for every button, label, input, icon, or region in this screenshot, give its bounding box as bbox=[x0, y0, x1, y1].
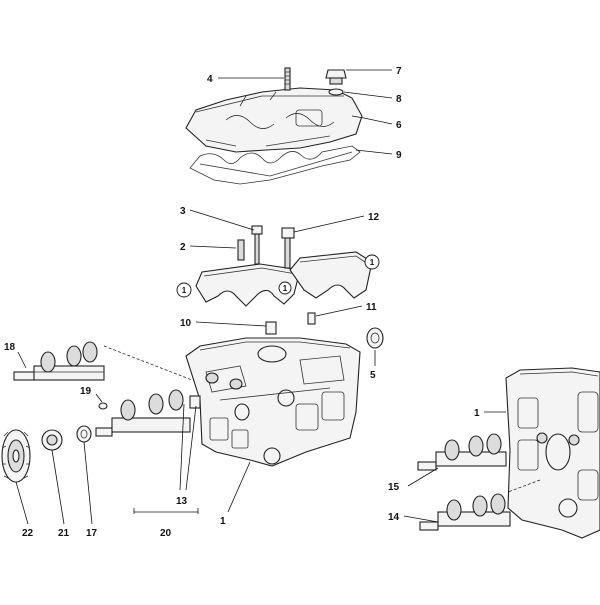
leader-lines bbox=[15, 69, 541, 525]
callout-14: 14 bbox=[388, 512, 400, 523]
bushing bbox=[265, 321, 277, 335]
callout-13: 13 bbox=[176, 496, 188, 507]
hub-washer bbox=[76, 425, 92, 443]
callout-22: 22 bbox=[22, 528, 34, 539]
cap-washer bbox=[328, 88, 344, 96]
key-pin bbox=[98, 402, 108, 410]
dowel-pin bbox=[237, 239, 245, 261]
ref-mark-b: 1 bbox=[364, 254, 380, 270]
callout-20: 20 bbox=[160, 528, 172, 539]
seal-ring bbox=[366, 327, 384, 349]
callout-4: 4 bbox=[207, 74, 213, 85]
small-dowel bbox=[307, 312, 316, 325]
cylinder-head-left bbox=[185, 337, 361, 467]
callout-9: 9 bbox=[396, 150, 402, 161]
callout-5: 5 bbox=[370, 370, 376, 381]
callout-7: 7 bbox=[396, 66, 402, 77]
callout-17: 17 bbox=[86, 528, 98, 539]
callout-6: 6 bbox=[396, 120, 402, 131]
callout-1-left: 1 bbox=[220, 516, 226, 527]
callout-11: 11 bbox=[366, 302, 377, 313]
callout-2: 2 bbox=[180, 242, 186, 253]
callout-12: 12 bbox=[368, 212, 380, 223]
callout-3: 3 bbox=[180, 206, 186, 217]
timing-gear bbox=[1, 429, 31, 483]
cover-bolt bbox=[284, 67, 291, 91]
cap-stud bbox=[281, 227, 295, 269]
gear-hub bbox=[41, 429, 63, 451]
ref-mark-a: 1 bbox=[176, 282, 192, 298]
camshaft-cap-right bbox=[289, 251, 373, 299]
cylinder-head-right bbox=[505, 367, 600, 539]
camshaft-upper bbox=[13, 341, 105, 381]
camshaft-right-lower bbox=[419, 493, 511, 531]
callout-15: 15 bbox=[388, 482, 400, 493]
ref-mark-a-label: 1 bbox=[182, 286, 187, 295]
callout-19: 19 bbox=[80, 386, 92, 397]
callout-labels: 4 7 8 6 9 3 12 2 10 11 5 18 19 13 20 22 … bbox=[4, 66, 480, 539]
ref-mark-c-label: 1 bbox=[283, 284, 288, 293]
ref-mark-c: 1 bbox=[278, 281, 292, 295]
ref-mark-b-label: 1 bbox=[370, 258, 375, 267]
camshaft-lower bbox=[95, 389, 201, 437]
cap-bolt bbox=[251, 225, 263, 265]
oil-filler-cap bbox=[325, 69, 347, 85]
callout-18: 18 bbox=[4, 342, 16, 353]
valve-cover bbox=[185, 87, 363, 153]
camshaft-right-upper bbox=[417, 433, 507, 471]
callout-10: 10 bbox=[180, 318, 192, 329]
callout-21: 21 bbox=[58, 528, 70, 539]
callout-1-right: 1 bbox=[474, 408, 480, 419]
camshaft-cap-left bbox=[195, 263, 301, 307]
cover-gasket bbox=[189, 145, 361, 185]
callout-8: 8 bbox=[396, 94, 402, 105]
